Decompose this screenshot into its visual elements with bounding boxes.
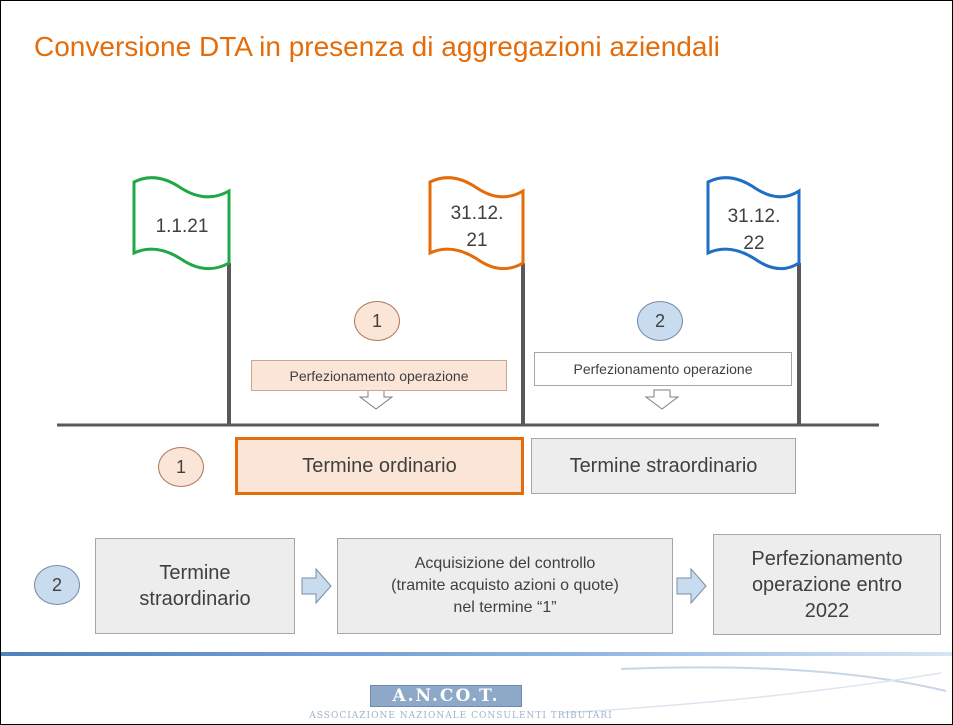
terms-marker-1: 1 [158, 447, 204, 487]
right-arrow-1-icon [301, 567, 332, 605]
flag-1-label: 1.1.21 [155, 216, 209, 237]
footer-divider [1, 652, 952, 656]
step2-line3: nel termine “1” [453, 599, 557, 616]
right-arrow-2-icon [676, 567, 707, 605]
step2-line1: Acquisizione del controllo [414, 555, 596, 572]
flag-3-icon [706, 176, 801, 425]
step1-line1: Termine [159, 562, 231, 584]
step-acquisizione-controllo: Acquisizione del controllo (tramite acqu… [337, 538, 673, 634]
slide-title: Conversione DTA in presenza di aggregazi… [34, 31, 720, 62]
perfezionamento-label-1: Perfezionamento operazione [251, 360, 507, 391]
step3-line2: operazione entro [751, 573, 903, 596]
termine-ordinario-box: Termine ordinario [235, 437, 524, 495]
footer-tagline: ASSOCIAZIONE NAZIONALE CONSULENTI TRIBUT… [309, 711, 613, 721]
perfezionamento-label-2: Perfezionamento operazione [534, 352, 792, 386]
down-arrow-2-icon [644, 389, 680, 410]
step3-line1: Perfezionamento [751, 547, 903, 570]
flag-3-label: 31.12. 22 [727, 206, 781, 254]
flag-2-icon [428, 176, 525, 425]
termine-straordinario-box: Termine straordinario [531, 438, 796, 494]
step1-line2: straordinario [139, 588, 251, 610]
ancot-logo: A.N.CO.T. [370, 685, 522, 707]
marker-1: 1 [354, 301, 400, 341]
step-termine-straordinario: Termine straordinario [95, 538, 295, 634]
footer-swoosh [620, 666, 947, 692]
marker-2: 2 [637, 301, 683, 341]
flag-2-label: 31.12. 21 [450, 203, 504, 251]
step-perfezionamento-2022: Perfezionamento operazione entro 2022 [713, 534, 941, 635]
step2-line2: (tramite acquisto azioni o quote) [391, 577, 619, 594]
process-marker-2: 2 [34, 565, 80, 605]
down-arrow-1-icon [358, 389, 394, 410]
step3-line3: 2022 [804, 599, 850, 622]
flag-1-icon [132, 176, 231, 425]
